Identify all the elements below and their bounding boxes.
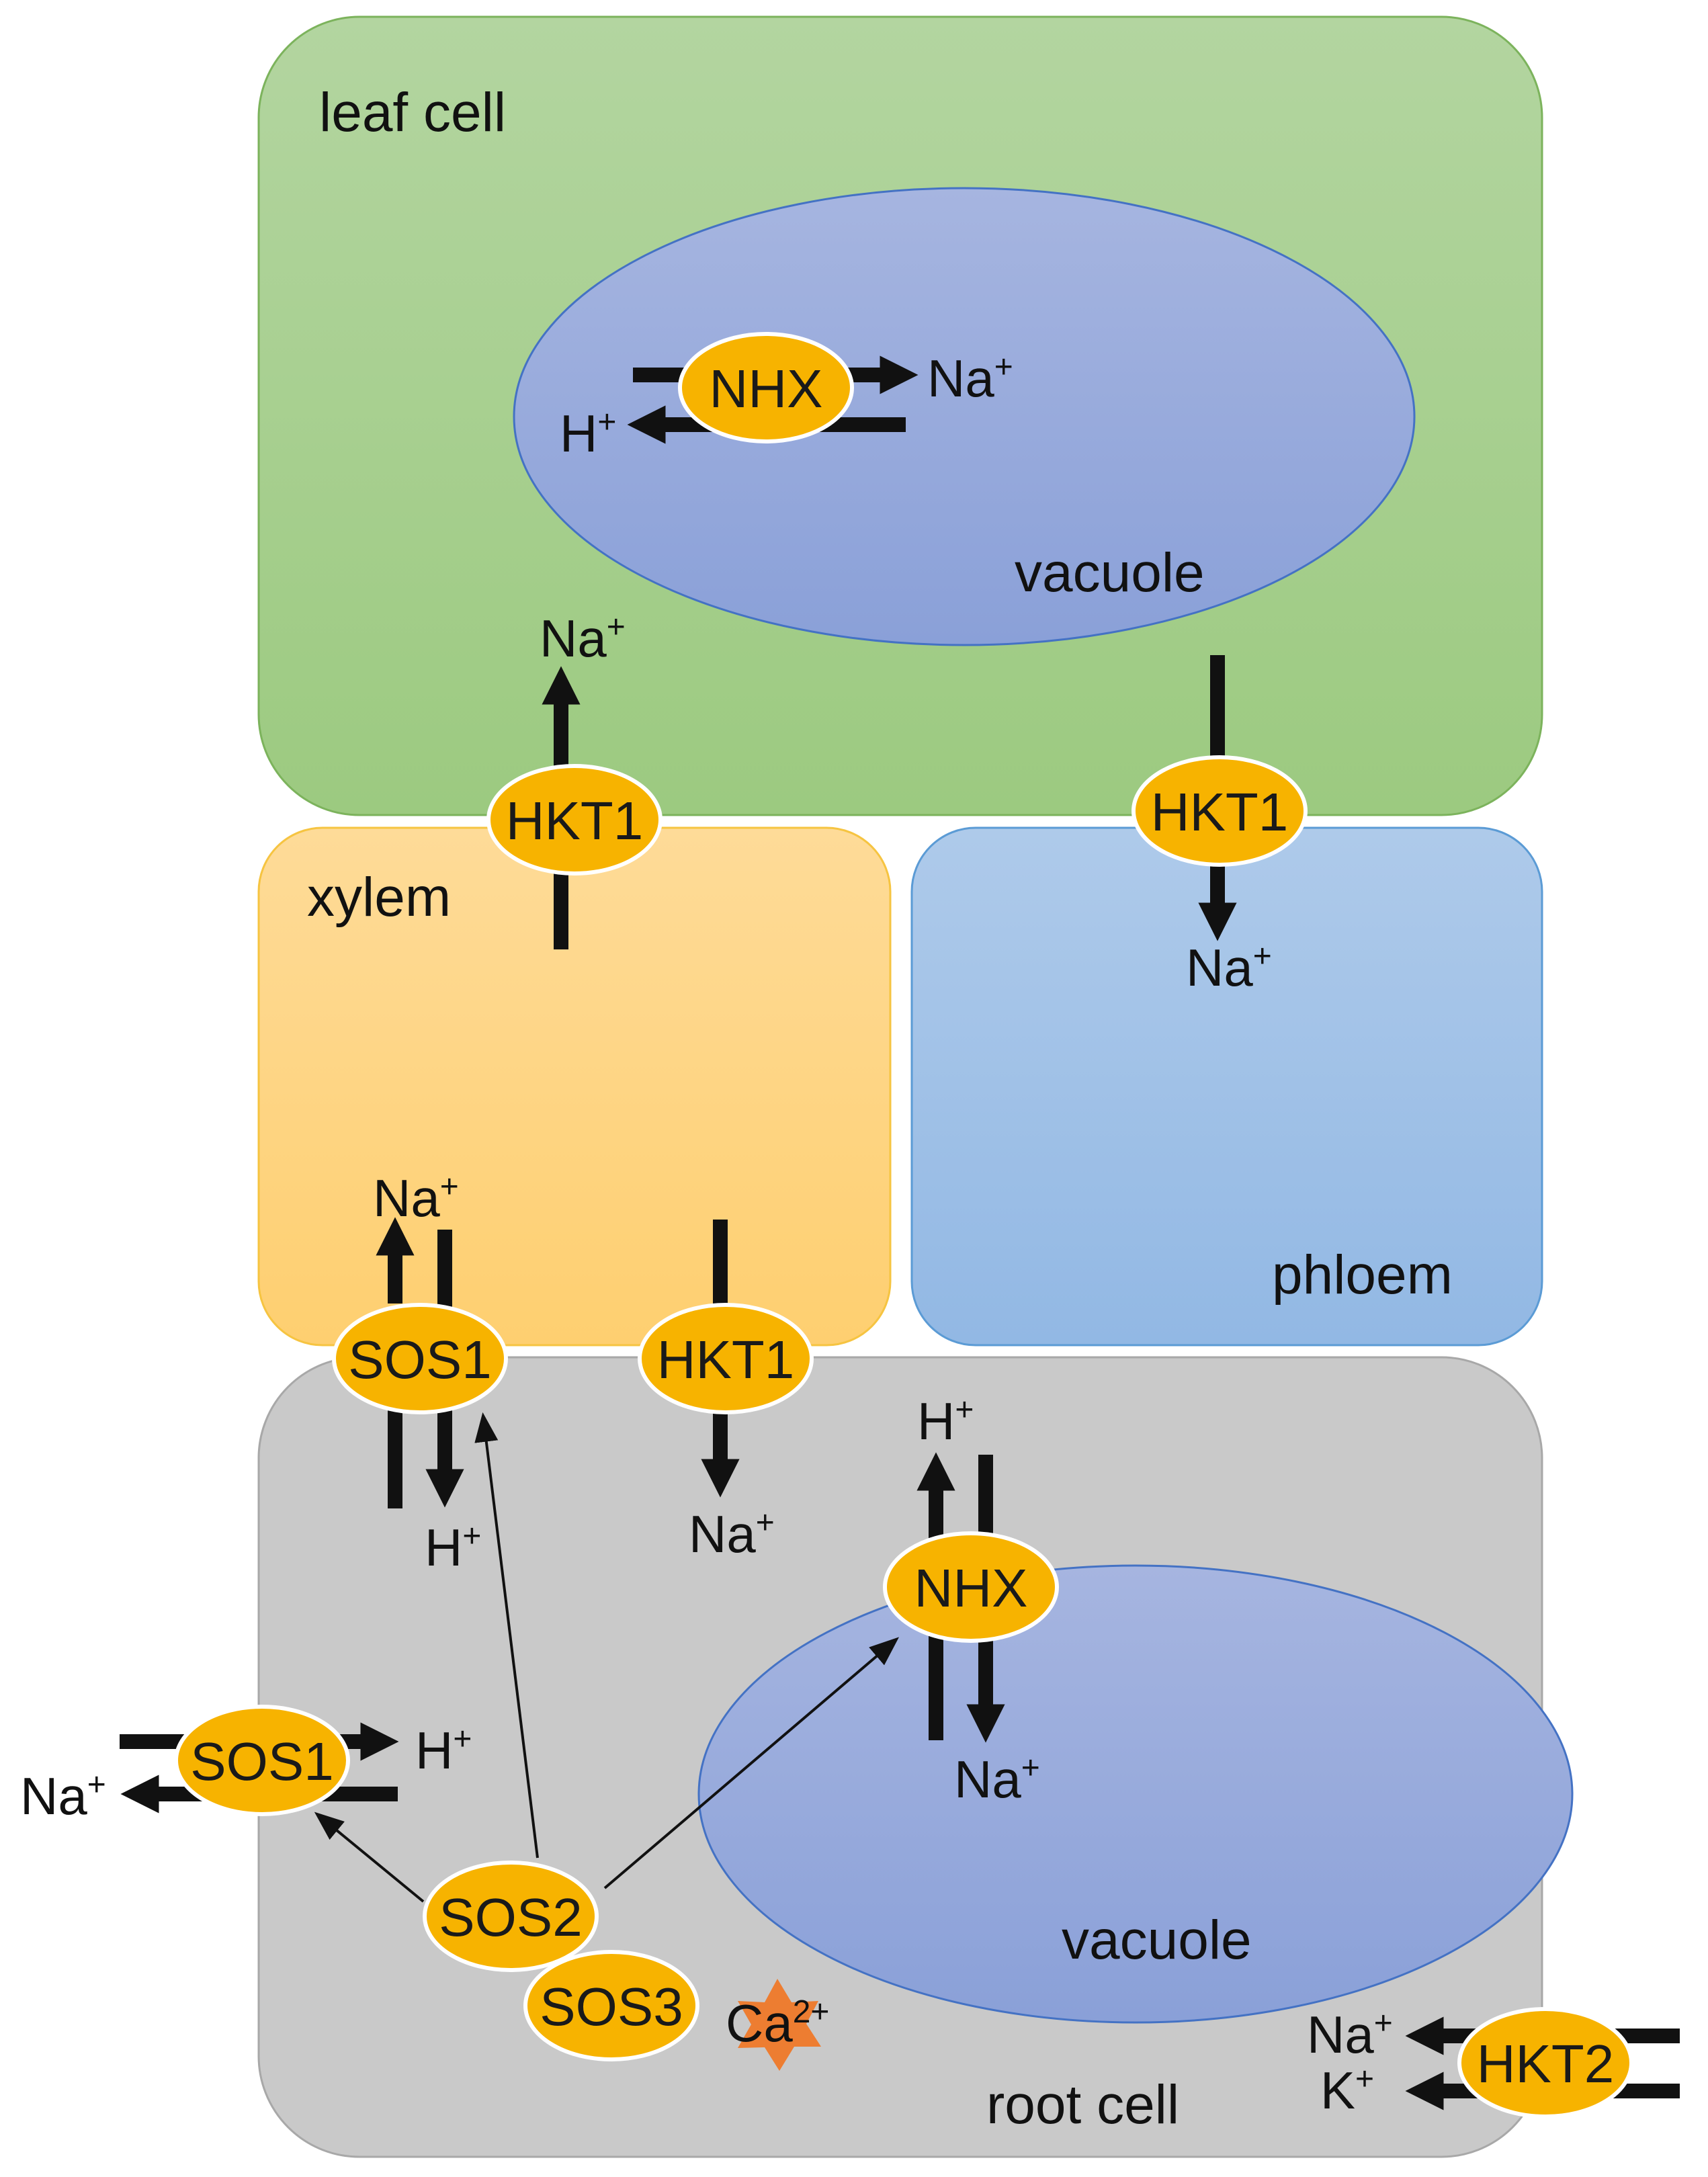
phloem-label: phloem (1272, 1244, 1453, 1306)
xylem: xylem (257, 826, 892, 1347)
sos-complex: Ca2+ SOS3 SOS2 (423, 1861, 829, 2071)
nhx-leaf-protein (678, 332, 854, 443)
hkt1-leaf-phloem-transport: HKT1 Na+ (1131, 655, 1308, 997)
hkt1-leaf-phloem-na-ion: Na+ (1186, 938, 1272, 997)
sos1-xylem-na-ion: Na+ (373, 1168, 459, 1228)
sos1-outer-na-ion: Na+ (20, 1766, 106, 1826)
leaf-cell-label: leaf cell (319, 82, 506, 143)
sos2-to-nhx-root-arrow (603, 1637, 900, 1889)
sos2-protein (423, 1861, 599, 1972)
sos3-protein (523, 1950, 699, 2061)
hkt2-protein (1457, 2007, 1633, 2119)
leaf-nhx-na-ion: Na+ (927, 349, 1013, 408)
nhx-leaf-label: NHX (710, 359, 823, 419)
hkt2-k-ion: K+ (1320, 2061, 1374, 2120)
sos2-to-sos1-xylem-arrow (474, 1412, 539, 1859)
sos3-label: SOS3 (540, 1977, 683, 2037)
leaf-nhx-transport: NHX Na+ H+ (560, 332, 1013, 463)
nhx-root-protein (883, 1531, 1059, 1643)
sos1-outer-protein (174, 1705, 350, 1816)
leaf-nhx-h-ion: H+ (560, 404, 616, 463)
hkt1-xylem-leaf-protein (486, 764, 663, 876)
root-vacuole: vacuole (697, 1564, 1574, 2024)
nhx-root-label: NHX (914, 1558, 1028, 1618)
sos2-label: SOS2 (439, 1887, 582, 1947)
hkt1-leaf-phloem-label: HKT1 (1151, 782, 1289, 842)
sos1-outer-label: SOS1 (190, 1732, 333, 1791)
leaf-vacuole-label: vacuole (1015, 542, 1205, 603)
sos2-signaling (314, 1412, 900, 1903)
sos1-xylem-h-ion: H+ (425, 1518, 481, 1577)
root-cell-label: root cell (986, 2074, 1179, 2135)
sos1-xylem-protein (332, 1303, 508, 1414)
root-nhx-h-ion: H+ (917, 1392, 974, 1451)
sos1-outer-h-ion: H+ (415, 1721, 472, 1780)
sos2-to-sos1-outer-arrow (314, 1811, 425, 1903)
xylem-label: xylem (307, 867, 451, 928)
hkt2-label: HKT2 (1477, 2034, 1615, 2094)
hkt1-xylem-leaf-label: HKT1 (506, 791, 644, 851)
hkt1-xylem-leaf-transport: HKT1 Na+ (486, 609, 663, 949)
sos1-xylem-transport: SOS1 Na+ H+ (332, 1168, 508, 1577)
sos1-outer-transport: SOS1 H+ Na+ (20, 1705, 472, 1826)
root-nhx-transport: NHX H+ Na+ (883, 1392, 1059, 1809)
sos1-xylem-label: SOS1 (348, 1330, 491, 1390)
hkt1-leaf-phloem-protein (1131, 755, 1308, 867)
calcium-ion: Ca2+ (726, 1994, 829, 2053)
hkt2-na-ion: Na+ (1307, 2005, 1393, 2064)
phloem: phloem (910, 826, 1543, 1347)
hkt2-transport: HKT2 Na+ K+ (1307, 2005, 1680, 2120)
calcium-star (738, 1979, 821, 2071)
hkt1-xylem-root-label: HKT1 (657, 1330, 795, 1390)
hkt1-xylem-root-na-ion: Na+ (689, 1504, 775, 1564)
hkt1-xylem-root-protein (638, 1303, 814, 1414)
leaf-vacuole: vacuole (513, 187, 1416, 646)
root-nhx-na-ion: Na+ (954, 1750, 1040, 1809)
hkt1-xylem-root-transport: HKT1 Na+ (638, 1220, 814, 1564)
hkt1-xylem-leaf-na-ion: Na+ (540, 609, 626, 668)
root-vacuole-label: vacuole (1062, 1910, 1252, 1971)
